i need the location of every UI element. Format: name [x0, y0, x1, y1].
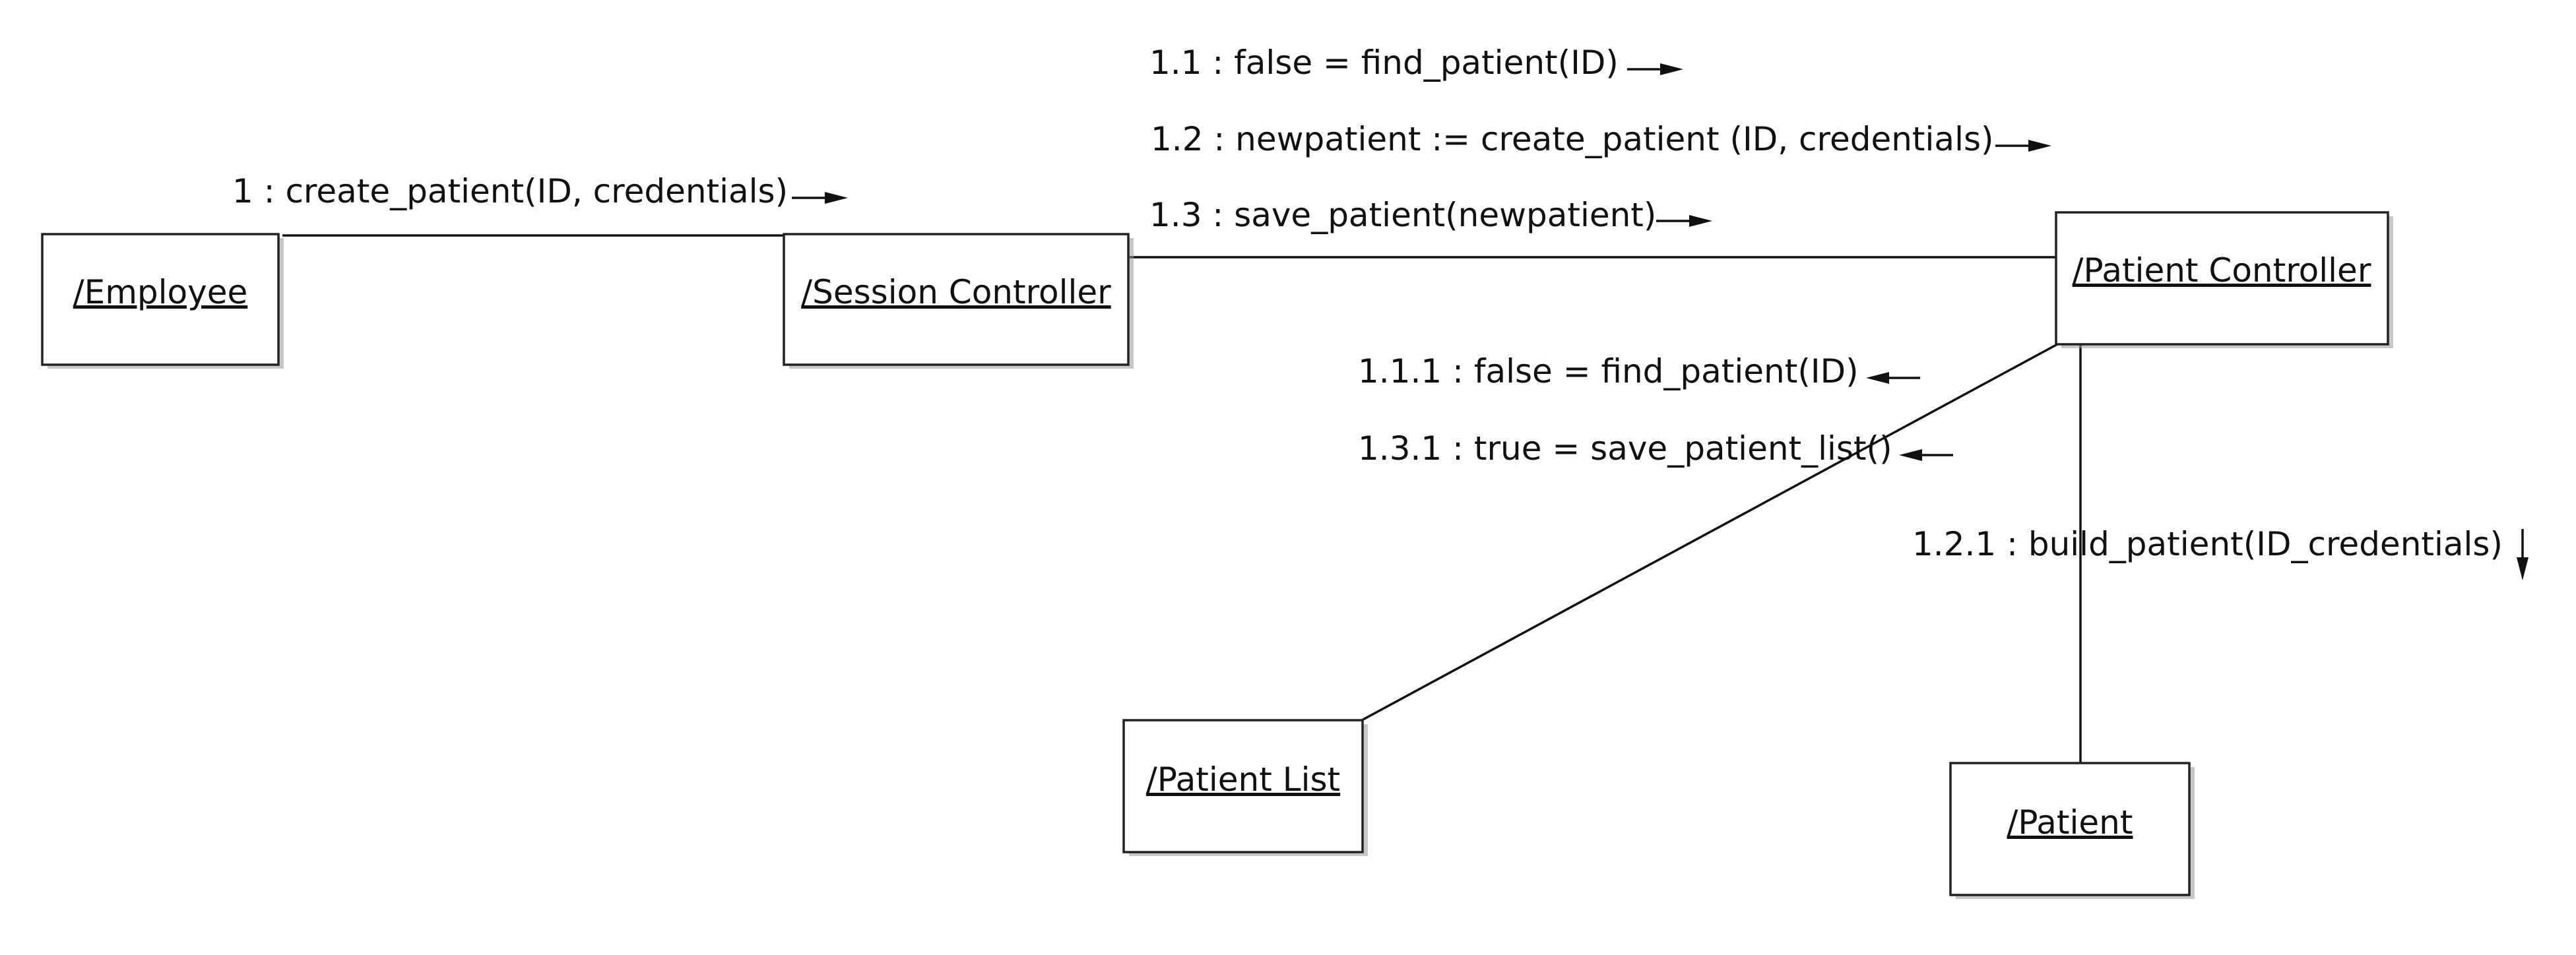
arrow-left-icon [1866, 372, 1920, 384]
object-label: /Employee [73, 273, 247, 311]
object-patient-list[interactable]: /Patient List [1122, 719, 1368, 856]
arrow-right-icon [1656, 215, 1712, 227]
object-label: /Patient [2007, 803, 2133, 842]
message-label: 1.1 : false = find_patient(ID) [1149, 44, 1619, 82]
object-box [1949, 762, 2191, 896]
message-label: 1 : create_patient(ID, credentials) [232, 172, 788, 210]
arrow-right-icon [1995, 140, 2051, 152]
object-employee[interactable]: /Employee [41, 233, 284, 369]
message-1-1: 1.1 : false = find_patient(ID) [1149, 44, 1683, 82]
object-label: /Session Controller [801, 273, 1111, 311]
object-box [2055, 211, 2389, 346]
message-1-3-1: 1.3.1 : true = save_patient_list() [1358, 429, 1953, 468]
message-label: 1.2 : newpatient := create_patient (ID, … [1151, 120, 1994, 158]
object-session-controller[interactable]: /Session Controller [783, 233, 1134, 369]
object-patient[interactable]: /Patient [1949, 762, 2195, 899]
arrow-right-icon [1627, 63, 1683, 75]
object-box [41, 233, 280, 366]
message-label: 1.1.1 : false = find_patient(ID) [1358, 352, 1859, 390]
message-label: 1.2.1 : build_patient(ID_credentials) [1912, 525, 2503, 563]
arrow-right-icon [792, 192, 848, 204]
arrow-down-icon [2517, 529, 2528, 580]
message-1: 1 : create_patient(ID, credentials) [232, 172, 848, 210]
message-1-3: 1.3 : save_patient(newpatient) [1149, 196, 1712, 234]
message-label: 1.3.1 : true = save_patient_list() [1358, 429, 1892, 468]
object-box [783, 233, 1130, 366]
object-label: /Patient Controller [2073, 251, 2371, 290]
link-patient-controller-patient-list [1360, 343, 2058, 722]
object-box [1122, 719, 1364, 853]
arrow-left-icon [1899, 449, 1953, 461]
message-label: 1.3 : save_patient(newpatient) [1149, 196, 1656, 234]
object-label: /Patient List [1146, 760, 1340, 799]
message-1-2-1: 1.2.1 : build_patient(ID_credentials) [1912, 525, 2528, 580]
message-1-2: 1.2 : newpatient := create_patient (ID, … [1151, 120, 2051, 158]
object-patient-controller[interactable]: /Patient Controller [2055, 211, 2393, 348]
message-1-1-1: 1.1.1 : false = find_patient(ID) [1358, 352, 1920, 390]
